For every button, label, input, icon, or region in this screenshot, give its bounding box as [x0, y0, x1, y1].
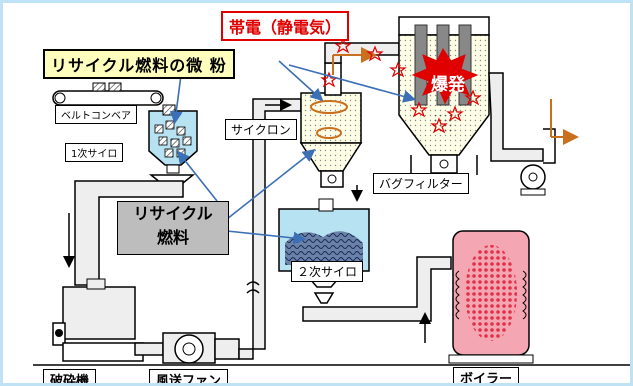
exhaust-fan [488, 72, 579, 196]
recycle-fuel-line1: リサイクル [133, 204, 213, 223]
static-electricity-title: 帯電（静電気） [221, 11, 350, 41]
feed-duct-boiler [302, 256, 452, 343]
feed-chute [63, 180, 184, 286]
recycle-fuel-box: リサイクル 燃料 [117, 201, 229, 255]
recycle-fuel-powder-label: リサイクル燃料の微 粉 [43, 49, 235, 79]
belt-conveyor-label: ベルトコンベア [55, 105, 137, 124]
explosion-label: 爆発 [431, 75, 465, 95]
primary-silo [148, 104, 198, 184]
cyclone [299, 62, 363, 202]
blower-label: 風送ファン [149, 369, 229, 383]
cyclone-label: サイクロン [225, 119, 297, 140]
belt-conveyor [52, 82, 164, 106]
bag-filter-label: バグフィルター [373, 173, 469, 194]
static-sparks [320, 37, 482, 134]
pointer-arrows [169, 60, 417, 245]
blower-fan [162, 332, 240, 364]
crusher-label: 破砕機 [43, 369, 97, 383]
secondary-silo [278, 198, 370, 304]
secondary-silo-label: ２次サイロ [291, 261, 364, 282]
explosion-burst [411, 48, 479, 105]
boiler [448, 230, 534, 364]
recycle-fuel-line2: 燃料 [156, 228, 189, 247]
boiler-label: ボイラー [453, 367, 520, 383]
crusher [52, 278, 144, 362]
primary-silo-label: 1次サイロ [65, 143, 124, 162]
